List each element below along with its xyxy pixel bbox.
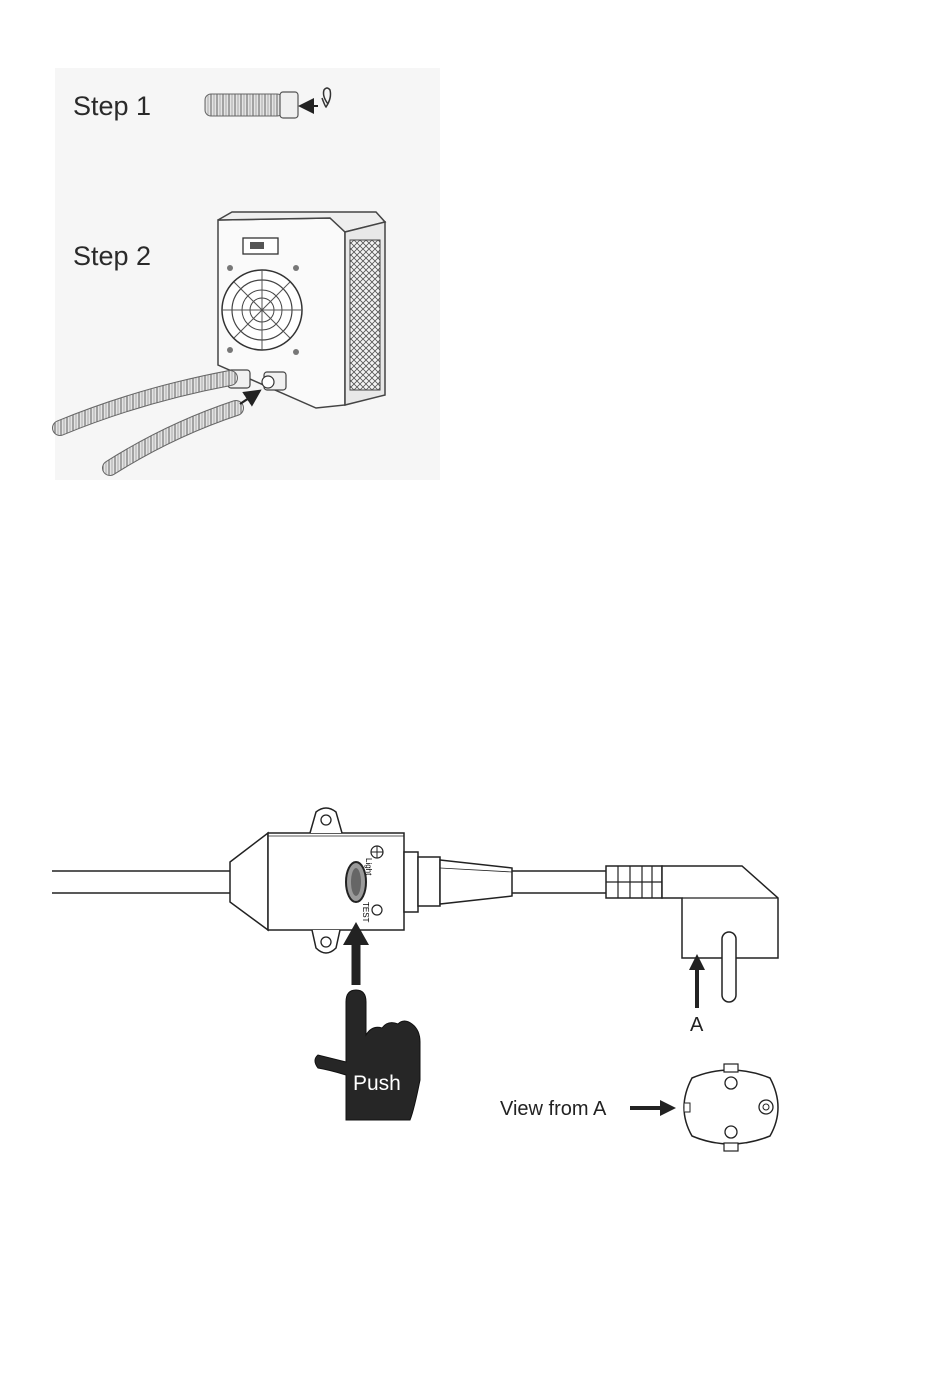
plug-face-view: View from A bbox=[500, 1064, 778, 1151]
rcd-plug-diagram: Light TEST A bbox=[52, 808, 778, 1036]
push-label: Push bbox=[353, 1072, 401, 1095]
step1-hose-illustration bbox=[205, 88, 331, 118]
arrow-a-label: A bbox=[690, 1014, 704, 1036]
test-label: TEST bbox=[361, 902, 370, 923]
step2-hoses bbox=[60, 378, 258, 468]
view-from-a-label: View from A bbox=[500, 1098, 607, 1120]
heat-pump-illustration bbox=[218, 212, 385, 408]
light-label: Light bbox=[364, 858, 373, 876]
clamp-icon bbox=[322, 88, 331, 107]
